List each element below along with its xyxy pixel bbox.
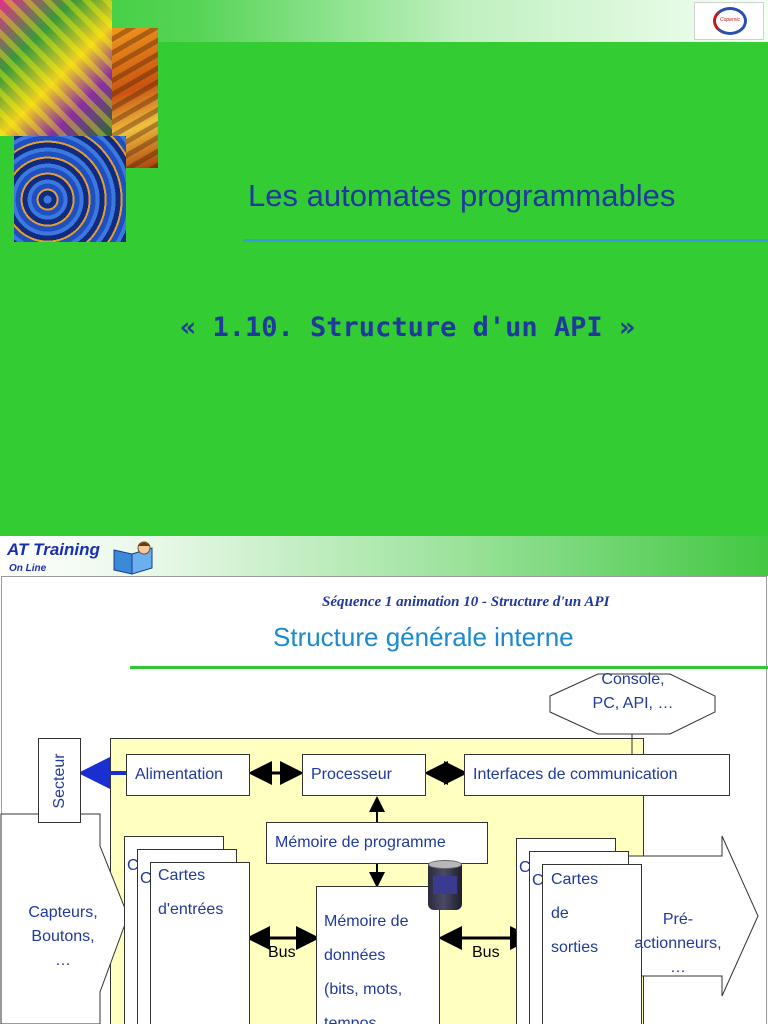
console-text: Console, PC, API, … (560, 668, 706, 716)
secteur-label: Secteur (50, 752, 68, 809)
console-line-1: Console, (601, 671, 665, 688)
diagram-connectors (0, 673, 759, 1024)
internal-structure-diagram: Secteur Console, PC, API, … Alimentation… (0, 671, 768, 1024)
preact-line-3: … (670, 959, 686, 976)
output-card-front: Cartes de sorties (542, 864, 642, 1024)
memoire-donnees-line-2: données (324, 947, 386, 964)
section-title: Structure générale interne (273, 622, 574, 652)
secteur-box: Secteur (38, 738, 81, 823)
brand-name: AT Training (7, 540, 100, 559)
logo-ring-icon (713, 7, 747, 35)
title-slide: Copernic Les automates programmables « 1… (0, 0, 768, 536)
bus-right-label: Bus (472, 944, 500, 961)
memoire-programme-box: Mémoire de programme (266, 822, 488, 864)
brand-subtitle: On Line (9, 563, 47, 574)
cartes-entrees-line-2: d'entrées (158, 901, 224, 918)
section-underline (130, 666, 768, 669)
bus-left-label: Bus (268, 944, 296, 961)
memoire-donnees-text: Mémoire de données (bits, mots, tempos, (324, 905, 408, 1024)
preact-line-2: actionneurs, (634, 935, 722, 952)
sequence-label: Séquence 1 animation 10 - Structure d'un… (322, 594, 610, 610)
copernic-logo: Copernic (694, 2, 764, 40)
memoire-donnees-line-3: (bits, mots, (324, 981, 403, 998)
preact-line-1: Pré- (662, 911, 694, 928)
content-slide: AT Training On Line Séquence 1 animation… (0, 536, 768, 1024)
capteurs-arrow-shape (0, 813, 129, 1024)
console-shape (549, 673, 716, 735)
title-underline (243, 239, 768, 242)
open-book-icon (113, 541, 153, 575)
interfaces-box: Interfaces de communication (464, 754, 730, 796)
card-stub-label: C (519, 859, 531, 876)
cartes-sorties-line-2: de (551, 905, 569, 922)
art-collage-image (0, 0, 160, 245)
cartes-entrees-line-1: Cartes (158, 867, 206, 884)
preactionneurs-text: Pré- actionneurs, … (622, 908, 734, 980)
cartes-entrees-text: Cartes d'entrées (158, 859, 223, 927)
card-stub-label: C (140, 870, 152, 887)
memoire-donnees-box: Mémoire de données (bits, mots, tempos, (316, 886, 440, 1024)
cartes-sorties-text: Cartes de sorties (551, 863, 598, 965)
processeur-box: Processeur (302, 754, 426, 796)
capteurs-line-2: Boutons, (31, 928, 95, 945)
battery-icon (428, 860, 462, 912)
capteurs-text: Capteurs, Boutons, … (8, 901, 118, 973)
capteurs-line-1: Capteurs, (28, 904, 98, 921)
collage-tile-blue (14, 136, 126, 242)
console-line-2: PC, API, … (592, 695, 674, 712)
input-card-front: Cartes d'entrées (150, 862, 250, 1024)
alimentation-box: Alimentation (126, 754, 250, 796)
card-stub-label: C (127, 857, 139, 874)
slide-frame (1, 576, 767, 1024)
collage-tile-colorful (0, 0, 112, 136)
cartes-sorties-line-3: sorties (551, 939, 599, 956)
capteurs-line-3: … (55, 952, 71, 969)
memoire-donnees-line-4: tempos, (324, 1015, 381, 1024)
memoire-donnees-line-1: Mémoire de (324, 913, 409, 930)
cartes-sorties-line-1: Cartes (551, 871, 599, 888)
slide-subtitle: « 1.10. Structure d'un API » (180, 312, 636, 343)
logo-text: Copernic (719, 17, 740, 23)
card-stub-label: C (532, 872, 544, 889)
slide-title: Les automates programmables (248, 178, 676, 213)
